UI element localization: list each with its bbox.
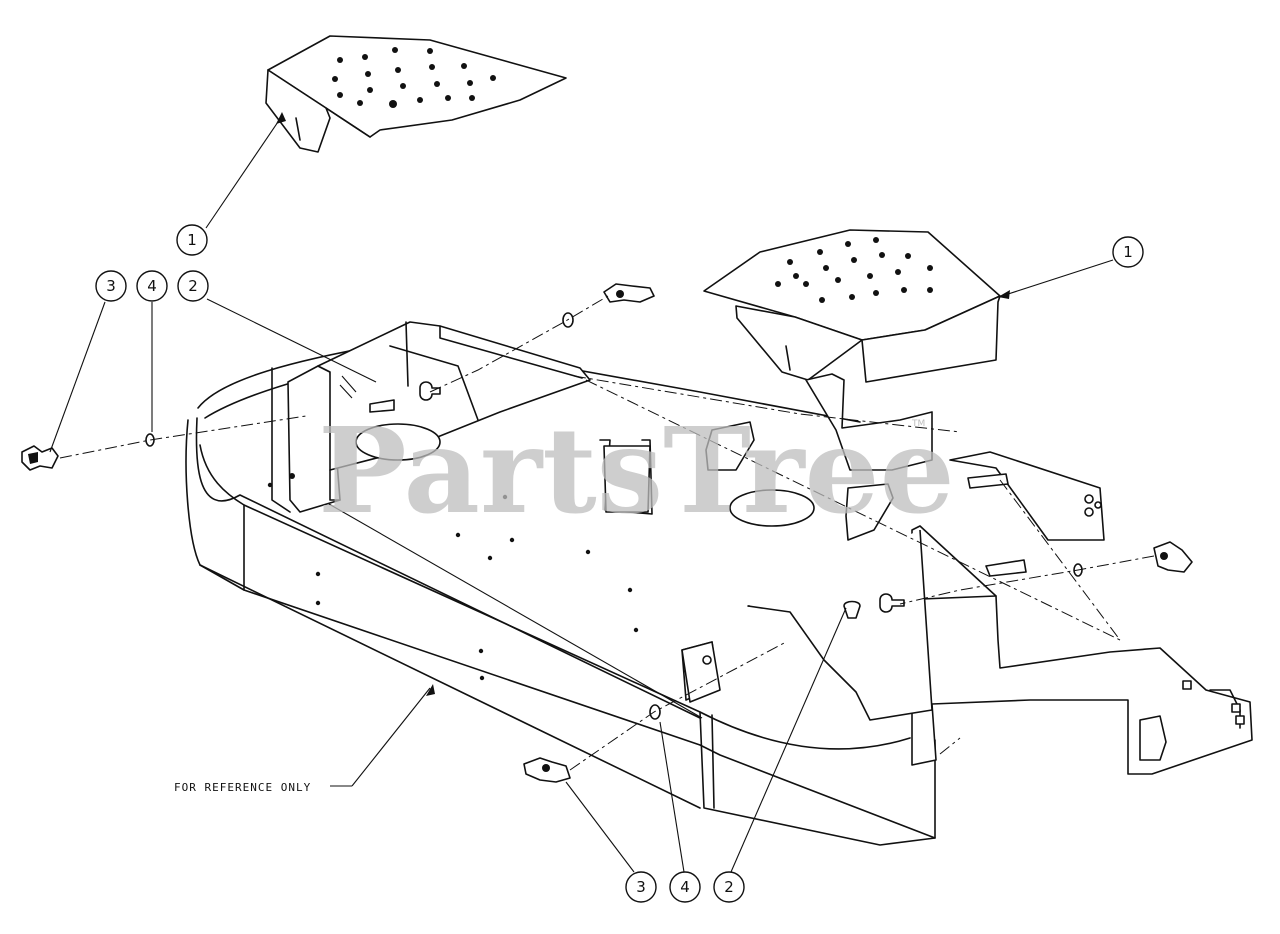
callout-1-top: 1: [176, 224, 208, 256]
wing-nut-top: [603, 283, 655, 303]
callout-3-bottom-label: 3: [636, 878, 646, 896]
wing-nut-left: [21, 445, 59, 471]
leader-lines: [49, 112, 1114, 873]
watermark-text: PartsTree: [318, 401, 955, 540]
foot-plate-right: [703, 229, 1001, 383]
callout-4-left: 4: [136, 270, 168, 302]
wing-nut-right: [1153, 541, 1193, 573]
callout-1-right-label: 1: [1123, 243, 1133, 261]
watermark-trademark: TM: [911, 419, 925, 429]
partstree-watermark: PartsTree TM: [318, 401, 955, 540]
callout-2-bottom-label: 2: [724, 878, 734, 896]
carriage-bolts: [369, 381, 905, 619]
left-hanger-bracket: [271, 321, 653, 515]
callout-4-left-label: 4: [147, 277, 157, 295]
callout-4-bottom-label: 4: [680, 878, 690, 896]
callout-2-bottom: 2: [713, 871, 745, 903]
callout-4-bottom: 4: [669, 871, 701, 903]
callout-2-left: 2: [177, 270, 209, 302]
callout-2-left-label: 2: [188, 277, 198, 295]
reference-note: FOR REFERENCE ONLY: [174, 781, 311, 794]
mower-deck-shell: [185, 339, 936, 846]
wing-nut-bottom: [523, 757, 571, 783]
foot-plate-top: [265, 35, 567, 153]
callout-1-right: 1: [1112, 236, 1144, 268]
callout-3-left-label: 3: [106, 277, 116, 295]
callout-3-bottom: 3: [625, 871, 657, 903]
callout-3-left: 3: [95, 270, 127, 302]
assembly-lines: [59, 295, 1155, 771]
rear-hitch-bracket: [681, 373, 1253, 775]
callout-1-top-label: 1: [187, 231, 197, 249]
fasteners-misc: [967, 473, 1027, 577]
